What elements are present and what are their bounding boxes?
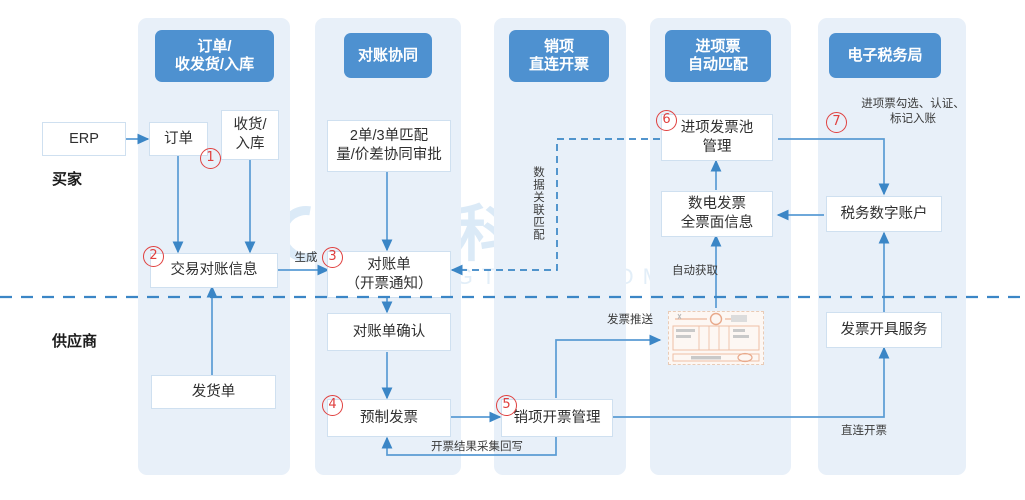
node-input-pool[interactable]: 进项发票池 管理 [661, 114, 773, 161]
node-trade-recon[interactable]: 交易对账信息 [150, 253, 278, 288]
edge-label-data-match: 数据关联匹配 [532, 165, 544, 241]
invoice-preview-image [668, 311, 764, 365]
lane-header-order: 订单/ 收发货/入库 [155, 30, 274, 82]
role-label-supplier: 供应商 [52, 333, 98, 350]
step-marker-6: 6 [656, 110, 677, 131]
lane-header-etax: 电子税务局 [829, 33, 941, 78]
node-e-invoice-full[interactable]: 数电发票 全票面信息 [661, 191, 773, 237]
edge-label-writeback: 开票结果采集回写 [431, 441, 523, 453]
node-invoice-issue[interactable]: 发票开具服务 [826, 312, 942, 348]
node-output-mgmt[interactable]: 销项开票管理 [501, 399, 613, 437]
role-label-buyer: 买家 [52, 171, 83, 188]
node-match-approve[interactable]: 2单/3单匹配 量/价差协同审批 [327, 120, 451, 172]
node-erp[interactable]: ERP [42, 122, 126, 156]
node-tax-account[interactable]: 税务数字账户 [826, 196, 942, 232]
edge-label-generate: 生成 [294, 252, 318, 264]
step-marker-2: 2 [143, 246, 164, 267]
node-receive[interactable]: 收货/ 入库 [221, 110, 279, 160]
lane-band-etax [818, 18, 966, 475]
edge-label-invoice-push: 发票推送 [607, 314, 653, 326]
lane-band-output [494, 18, 626, 475]
step-marker-1: 1 [200, 148, 221, 169]
edge-label-auto-fetch: 自动获取 [672, 265, 718, 277]
step-marker-3: 3 [322, 247, 343, 268]
node-recon-stmt[interactable]: 对账单 （开票通知） [327, 251, 451, 298]
lane-header-output: 销项 直连开票 [509, 30, 609, 82]
node-pre-invoice[interactable]: 预制发票 [327, 399, 451, 437]
step-marker-5: 5 [496, 395, 517, 416]
lane-header-input: 进项票 自动匹配 [665, 30, 771, 82]
edge-label-input-check: 进项票勾选、认证、 标记入账 [861, 98, 965, 125]
node-recon-confirm[interactable]: 对账单确认 [327, 313, 451, 351]
node-delivery-note[interactable]: 发货单 [151, 375, 276, 409]
step-marker-7: 7 [826, 112, 847, 133]
edge-label-direct-issue: 直连开票 [841, 425, 887, 437]
step-marker-4: 4 [322, 395, 343, 416]
lane-header-recon: 对账协同 [344, 33, 432, 78]
node-order[interactable]: 订单 [149, 122, 208, 156]
